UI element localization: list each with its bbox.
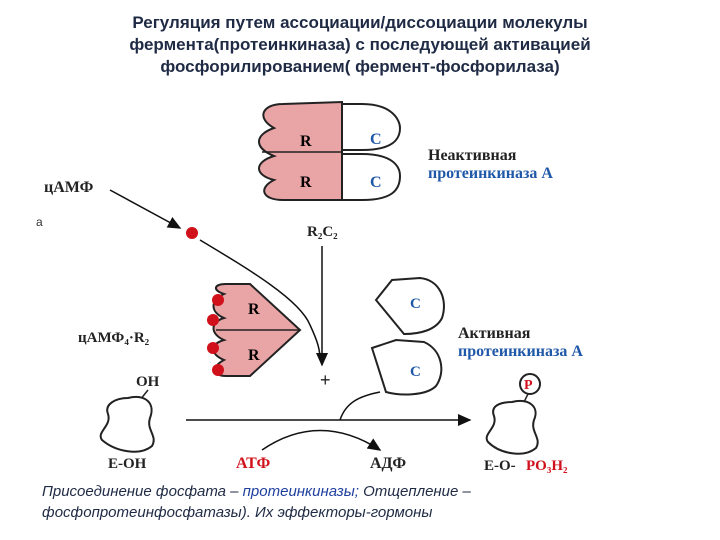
page-title: Регуляция путем ассоциации/диссоциации м… [60,12,660,78]
phosphate-label: P [524,378,533,393]
r-label-top: R [300,133,312,150]
camp-dot [186,227,198,239]
camp-label: цАМФ [44,179,94,196]
r-label-bottom: R [300,174,312,191]
caption-part3: Отщепление – фосфопротеинфосфатазы). Их … [42,483,471,521]
title-line-2: фермента(протеинкиназа) с последующей ак… [129,35,591,54]
r-label-mid-top: R [248,301,260,318]
active-label-line1: Активная [458,325,531,342]
phosphorylated-enzyme-shape [485,400,539,455]
atp-label: АТФ [236,455,270,472]
enzyme-substrate-shape [99,396,155,453]
c-label-free-bottom: C [410,364,421,380]
title-line-1: Регуляция путем ассоциации/диссоциации м… [132,13,588,32]
catalytic-subunit-bottom [341,153,402,201]
camp-dot-1 [212,294,224,306]
title-line-3: фосфорилированием( фермент-фосфорилаза) [160,57,560,76]
adp-label: АДФ [370,455,406,472]
camp-r2-label: цАМФ₄·R₂ [78,330,150,346]
camp-regulatory-complex: R R [207,283,302,377]
stray-mark: a [36,215,43,229]
camp-arrow [109,189,182,229]
catalytic-subunit-top [341,103,402,151]
plus-sign: + [320,370,331,390]
free-catalytic-bottom [370,338,443,396]
camp-dot-3 [207,342,219,354]
binding-curve [199,239,321,361]
phosphate-circle [519,373,541,395]
camp-dot-4 [212,364,224,376]
inactive-label-line1: Неактивная [428,147,517,164]
atp-adp-arrow [261,429,382,451]
complex-r2c2-label: R₂C₂ [307,224,338,240]
inactive-label-line2: протеинкиназа А [428,165,553,182]
caption-part1: Присоединение фосфата – [42,483,243,500]
active-label-line2: протеинкиназа А [458,343,583,360]
free-catalytic-top [374,276,445,336]
caption-part2: протеинкиназы; [242,483,359,500]
e-o-label: E-O- [484,458,516,474]
po3h2-label: PO₃H₂ [526,458,568,474]
regulatory-subunit-pair [258,100,343,201]
camp-dot-2 [207,314,219,326]
oh-label: OH [136,374,160,390]
c-label-bottom: C [370,174,382,191]
catalysis-link [339,391,381,421]
c-label-top: C [370,131,382,148]
r-label-mid-bottom: R [248,347,260,364]
e-oh-label: E-OH [108,456,147,472]
c-label-free-top: C [410,296,421,312]
caption: Присоединение фосфата – протеинкиназы; О… [42,481,682,523]
inactive-complex: R R C C [258,100,402,201]
